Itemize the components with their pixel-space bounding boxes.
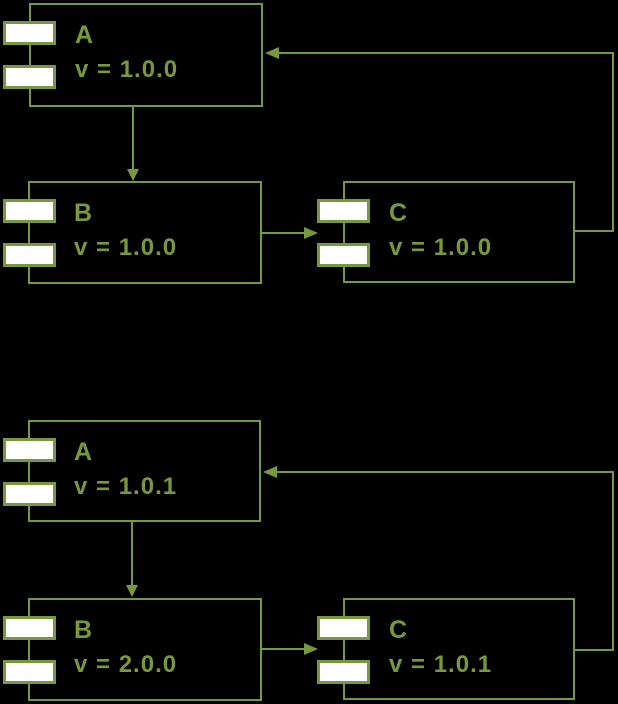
component-c-top: C v = 1.0.0 — [343, 181, 575, 283]
interface-port — [3, 482, 56, 506]
interface-port — [3, 616, 56, 640]
interface-port — [3, 243, 56, 267]
component-a-bottom: A v = 1.0.1 — [28, 420, 261, 522]
interface-port — [3, 438, 56, 462]
component-version: v = 1.0.1 — [74, 473, 178, 500]
component-version: v = 1.0.0 — [74, 234, 178, 261]
interface-port — [3, 65, 56, 89]
component-version: v = 2.0.0 — [74, 651, 178, 678]
component-b-bottom: B v = 2.0.0 — [28, 598, 262, 701]
interface-port — [317, 243, 370, 267]
interface-port — [3, 660, 56, 684]
component-version: v = 1.0.0 — [75, 56, 179, 83]
component-label: C — [389, 616, 409, 644]
edge-c-to-a-bottom — [277, 471, 614, 651]
interface-port — [317, 660, 370, 684]
interface-port — [3, 199, 56, 223]
component-label: A — [74, 438, 94, 466]
component-label: A — [75, 21, 95, 49]
component-b-top: B v = 1.0.0 — [28, 181, 262, 284]
interface-port — [317, 199, 370, 223]
component-label: B — [74, 616, 94, 644]
edge-c-to-a-top — [279, 52, 614, 232]
arrowhead-c-to-a-top — [265, 47, 279, 59]
component-version: v = 1.0.1 — [389, 651, 493, 678]
interface-port — [3, 21, 56, 45]
component-c-bottom: C v = 1.0.1 — [343, 598, 575, 700]
arrowhead-b-to-c-bottom — [304, 643, 318, 655]
component-label: C — [389, 199, 409, 227]
arrowhead-c-to-a-bottom — [263, 466, 277, 478]
interface-port — [317, 616, 370, 640]
arrowhead-b-to-c-top — [304, 227, 318, 239]
arrowhead-a-to-b-top — [127, 169, 139, 181]
component-version: v = 1.0.0 — [389, 234, 493, 261]
arrowhead-a-to-b-bottom — [126, 585, 138, 597]
component-a-top: A v = 1.0.0 — [29, 3, 263, 107]
component-label: B — [74, 199, 94, 227]
